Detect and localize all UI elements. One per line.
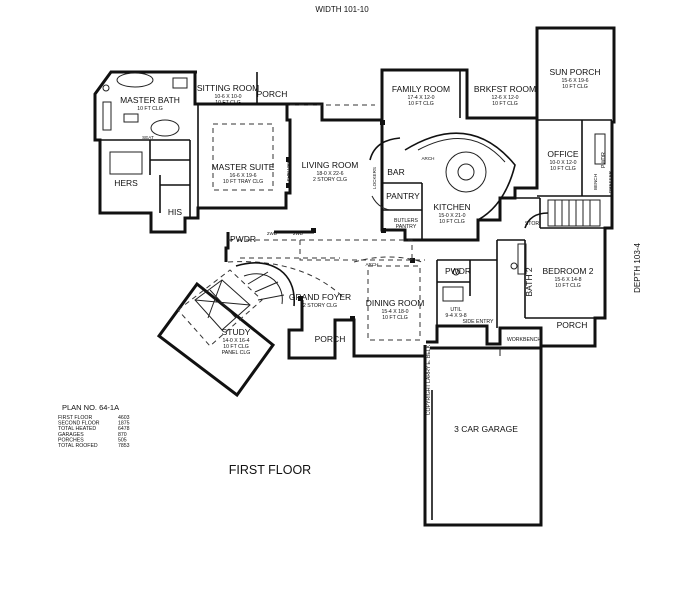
area-row-label: FIRST FLOOR (58, 415, 92, 421)
room-office-ceiling: 10 FT CLG (550, 166, 576, 172)
room-bedroom2: BEDROOM 2 (542, 266, 593, 276)
room-porch-front: PORCH (315, 334, 346, 344)
room-bedroom2-ceiling: 10 FT CLG (555, 283, 581, 289)
area-row-label: SECOND FLOOR (58, 421, 100, 427)
room-stor: STOR (525, 221, 540, 227)
area-row-value: 6478 (118, 426, 130, 432)
depth-dimension: DEPTH 103-4 (633, 243, 642, 293)
room-master-bath: MASTER BATH (120, 95, 180, 105)
room-study: STUDY (222, 327, 251, 337)
interior-walls (95, 70, 612, 328)
room-living-dim: 18-0 X 22-6 (316, 171, 343, 177)
label-arch-foyer: ARCH (365, 262, 378, 267)
room-workbench: WORKBENCH (507, 337, 542, 343)
room-dining: DINING ROOM (366, 298, 425, 308)
room-grand-foyer: GRAND FOYER (289, 292, 351, 302)
room-master-suite-ceiling: 10 FT TRAY CLG (223, 179, 263, 185)
area-row-value: 505 (118, 437, 127, 443)
room-dining-dim: 15-4 X 18-0 (381, 309, 408, 315)
label-dresser: DRESSER (608, 170, 613, 193)
room-office-dim: 10-0 X 12-0 (549, 160, 576, 166)
area-row-label: PORCHES (58, 437, 84, 443)
room-kitchen-ceiling: 10 FT CLG (439, 219, 465, 225)
room-pwdr-util: PWDR (445, 266, 471, 276)
room-bath2: BATH 2 (524, 267, 534, 296)
room-bedroom2-dim: 15-6 X 14-8 (554, 277, 581, 283)
room-grand-foyer-ceiling: 2 STORY CLG (303, 303, 337, 309)
room-study-dim: 14-0 X 16-4 (222, 338, 249, 344)
room-bar: BAR (387, 167, 404, 177)
area-row-label: GARAGES (58, 432, 84, 438)
area-row-value: 7853 (118, 443, 130, 449)
room-side-entry: SIDE ENTRY (462, 319, 494, 325)
room-dining-ceiling: 10 FT CLG (382, 315, 408, 321)
area-row-label: TOTAL ROOFED (58, 443, 98, 449)
room-living: LIVING ROOM (302, 160, 359, 170)
room-study-panel: PANEL CLG (222, 350, 251, 356)
copyright: COPYRIGHT LARRY E. BELK (426, 344, 432, 415)
room-butlers: BUTLERS (394, 218, 418, 224)
room-master-suite-dim: 16-6 X 19-6 (229, 173, 256, 179)
label-2wd: 2WD (267, 231, 278, 236)
room-his: HIS (168, 207, 183, 217)
study-panels (194, 279, 251, 331)
room-brkfst: BRKFST ROOM (474, 84, 536, 94)
room-sitting-dim: 10-6 X 10-0 (214, 94, 241, 100)
room-family-ceiling: 10 FT CLG (408, 101, 434, 107)
area-row-value: 870 (118, 432, 127, 438)
label-bench: BENCH (593, 174, 598, 190)
garage-detail (431, 348, 541, 520)
grand-stair (235, 262, 296, 307)
room-butlers-pantry: PANTRY (396, 224, 417, 230)
width-dimension: WIDTH 101-10 (315, 5, 369, 14)
room-brkfst-dim: 12-6 X 12-0 (491, 95, 518, 101)
room-porch-master: PORCH (257, 89, 288, 99)
room-family: FAMILY ROOM (392, 84, 450, 94)
room-sitting-ceiling: 10 FT CLG (215, 100, 241, 106)
room-office: OFFICE (547, 149, 578, 159)
room-study-ceiling: 10 FT CLG (223, 344, 249, 350)
bath-fixtures (102, 72, 606, 302)
room-sun-porch-dim: 15-6 X 19-6 (561, 78, 588, 84)
rear-stairs (524, 199, 601, 229)
kitchen-curves (369, 132, 516, 221)
room-pantry: PANTRY (386, 191, 420, 201)
exterior-walls (93, 26, 616, 527)
room-hers: HERS (114, 178, 138, 188)
room-porch-bed: PORCH (557, 320, 588, 330)
label-lockers: LOCKERS (372, 167, 377, 189)
label-seat: SEAT (142, 135, 154, 140)
room-sun-porch-ceiling: 10 FT CLG (562, 84, 588, 90)
ceiling-lines (177, 104, 425, 347)
room-garage: 3 CAR GARAGE (454, 424, 518, 434)
plan-number: PLAN NO. 64-1A (62, 403, 119, 412)
floor-title: FIRST FLOOR (229, 463, 311, 477)
room-family-dim: 17-4 X 12-0 (407, 95, 434, 101)
area-row-label: TOTAL HEATED (58, 426, 96, 432)
columns (286, 120, 415, 321)
area-row-value: 1875 (118, 421, 130, 427)
room-brkfst-ceiling: 10 FT CLG (492, 101, 518, 107)
room-master-suite: MASTER SUITE (212, 162, 275, 172)
room-living-ceiling: 2 STORY CLG (313, 177, 347, 183)
area-row-value: 4603 (118, 415, 130, 421)
room-pwdr-office: PWDR (601, 152, 607, 168)
room-util: UTIL (450, 307, 461, 313)
label-shelves: 2 SHELVES (286, 161, 291, 186)
room-sitting: SITTING ROOM (197, 83, 259, 93)
room-util-dim: 9-4 X 9-8 (445, 313, 466, 319)
room-sun-porch: SUN PORCH (549, 67, 600, 77)
label-2wd-b: 2WD (293, 231, 304, 236)
room-kitchen-dim: 15-0 X 21-0 (438, 213, 465, 219)
room-pwdr-living: PWDR (230, 234, 256, 244)
label-arch-kitchen: ARCH (421, 156, 434, 161)
room-kitchen: KITCHEN (433, 202, 470, 212)
room-master-bath-ceiling: 10 FT CLG (137, 106, 163, 112)
